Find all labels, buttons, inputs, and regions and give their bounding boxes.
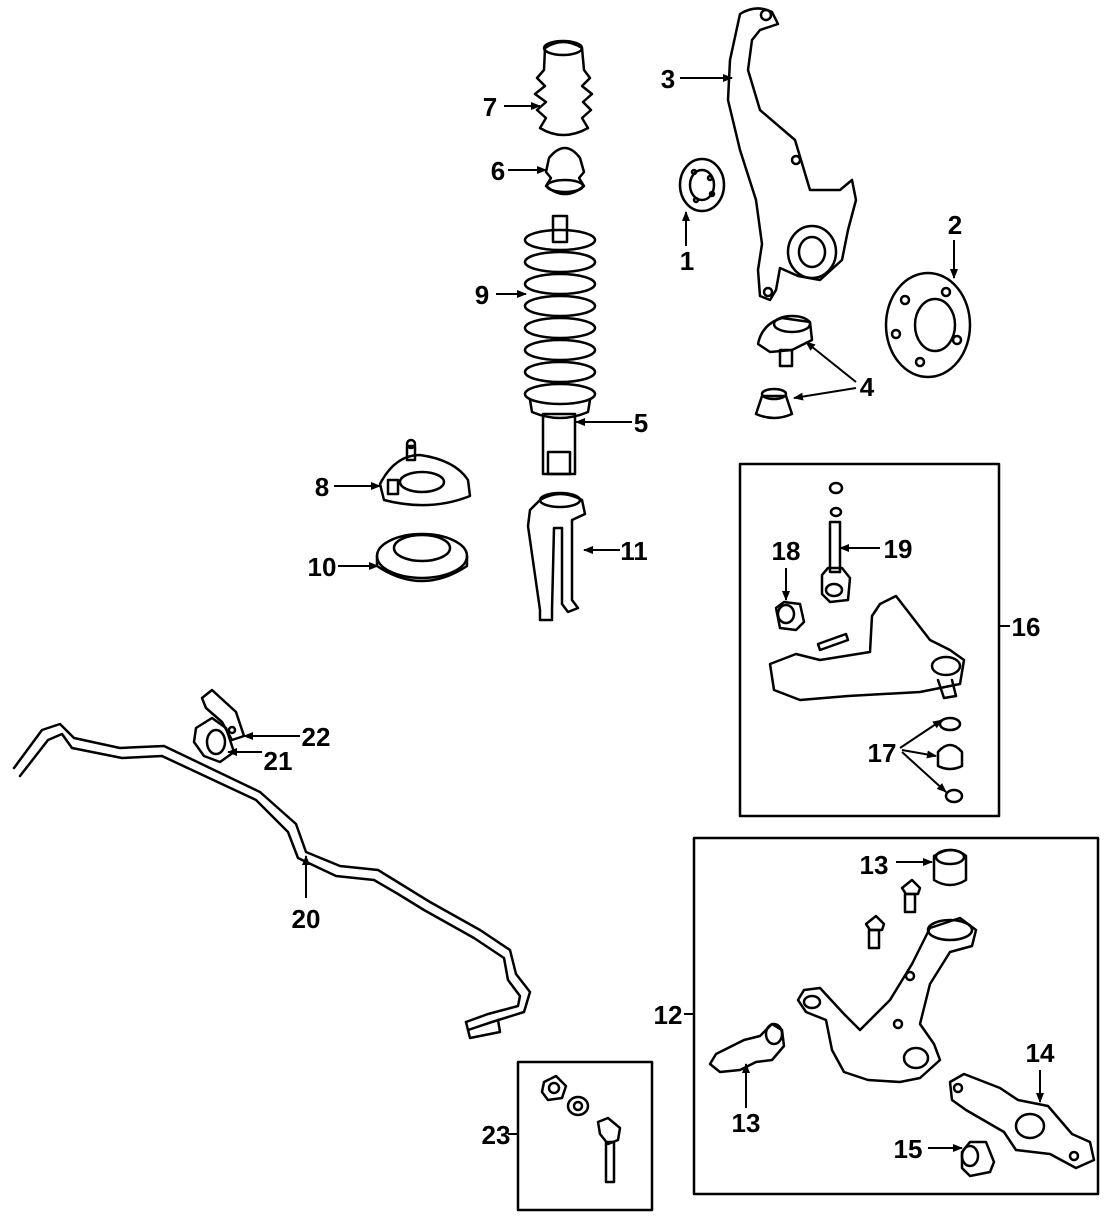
callout-2: 2: [948, 210, 962, 240]
callout-13-upper: 13: [860, 850, 889, 880]
strut-mount-part: [378, 438, 472, 507]
callout-23: 23: [482, 1120, 511, 1150]
callout-8: 8: [315, 472, 329, 502]
stabilizer-link-group-box: [516, 1060, 654, 1212]
callout-21: 21: [264, 746, 293, 776]
lower-arm-rear-bushing-part: [932, 848, 968, 887]
leader-17c: [901, 751, 947, 793]
group-label-ticks: [508, 625, 1010, 1135]
upper-control-arm-part: [768, 594, 966, 702]
lower-arm-bolt-part: [864, 878, 922, 950]
callout-22: 22: [302, 722, 331, 752]
stabilizer-bracket-part: [200, 688, 246, 742]
upper-arm-hardware-part: [936, 716, 964, 804]
callout-9: 9: [475, 280, 489, 310]
ball-joint-part: [754, 314, 814, 420]
callout-10: 10: [308, 552, 337, 582]
insulator-ring-part: [375, 532, 469, 583]
callout-16: 16: [1012, 612, 1041, 642]
upper-arm-bushing-part: [774, 600, 806, 632]
stabilizer-link-part: [540, 1074, 622, 1184]
upper-ball-joint-part: [820, 481, 852, 604]
callout-19: 19: [884, 534, 913, 564]
leader-17a: [899, 719, 943, 749]
callout-5: 5: [634, 408, 648, 438]
stabilizer-bar-part: [12, 722, 532, 1040]
callout-1: 1: [680, 246, 694, 276]
leader-17b: [901, 749, 937, 759]
upper-arm-group-box: [738, 462, 1001, 818]
leader-4b: [793, 387, 857, 401]
bump-stop-part: [544, 146, 586, 196]
dust-boot-part: [533, 39, 594, 137]
callout-11: 11: [620, 536, 648, 566]
hub-flange-part: [884, 271, 972, 379]
callout-18: 18: [772, 536, 801, 566]
callout-15: 15: [894, 1134, 923, 1164]
callout-3: 3: [661, 64, 675, 94]
callout-4: 4: [860, 372, 875, 402]
callout-12: 12: [654, 1000, 683, 1030]
callout-labels: 1 2 3 4 5 6 7 8 9 10 11 12 13 13 14 15 1…: [264, 64, 1055, 1164]
strut-fork-part: [526, 491, 587, 622]
coil-spring-part: [523, 214, 597, 420]
callout-20: 20: [292, 904, 321, 934]
callout-7: 7: [483, 92, 497, 122]
steering-knuckle-part: [726, 7, 858, 302]
leader-4a: [805, 341, 857, 383]
lower-control-arm-part: [796, 916, 978, 1084]
leader-lines: [227, 74, 1044, 1152]
lower-arm-bracket-part: [948, 1072, 1096, 1170]
wheel-bearing-part: [678, 157, 726, 213]
callout-6: 6: [491, 156, 505, 186]
lower-arm-bracket-bushing-part: [960, 1140, 996, 1178]
callout-14: 14: [1026, 1038, 1055, 1068]
stabilizer-bushing-part: [192, 716, 236, 764]
callout-17: 17: [868, 738, 897, 768]
lower-arm-group-box: [692, 836, 1100, 1196]
callout-13-lower: 13: [732, 1108, 761, 1138]
strut-part: [541, 412, 577, 476]
lower-arm-front-bushing-part: [708, 1022, 786, 1074]
